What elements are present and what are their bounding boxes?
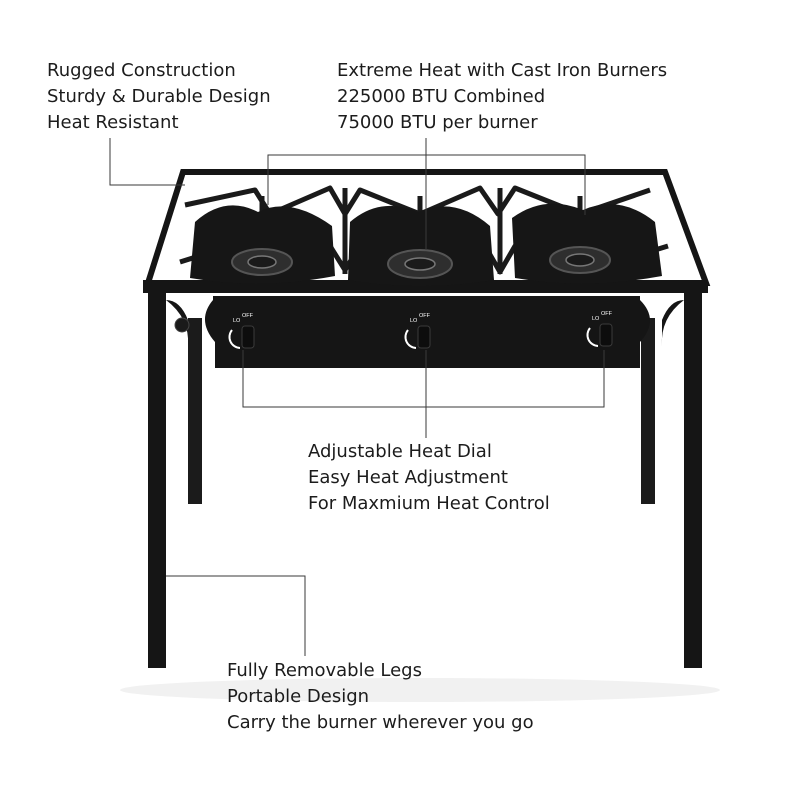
callout-extreme-heat: Extreme Heat with Cast Iron Burners 2250…: [337, 58, 667, 136]
callout-heat-dial: Adjustable Heat Dial Easy Heat Adjustmen…: [308, 439, 550, 517]
callout-line: Easy Heat Adjustment: [308, 467, 508, 488]
burner-guard-left: [190, 205, 335, 284]
knob-label-off: OFF: [419, 313, 431, 319]
leader-dial: [242, 350, 605, 408]
callout-line: For Maxmium Heat Control: [308, 493, 550, 514]
callout-line: 225000 BTU Combined: [337, 86, 546, 107]
knob-label-lo: LO: [410, 318, 418, 324]
heat-knob-right[interactable]: [586, 323, 613, 347]
leg-bolt-icon: [174, 317, 190, 333]
callout-line: Rugged Construction: [47, 60, 236, 81]
callout-line: Extreme Heat with Cast Iron Burners: [337, 60, 668, 81]
callout-line: Adjustable Heat Dial: [308, 441, 492, 462]
heat-knob-left[interactable]: [228, 325, 255, 349]
callout-removable-legs: Fully Removable Legs Portable Design Car…: [227, 658, 534, 736]
callout-line: Fully Removable Legs: [227, 660, 422, 681]
cast-iron-burner-center: [387, 249, 453, 279]
heat-knob-center[interactable]: [404, 325, 431, 349]
knob-label-off: OFF: [601, 311, 613, 317]
leader-construction: [109, 138, 185, 186]
callout-line: Sturdy & Durable Design: [47, 86, 271, 107]
callout-rugged-construction: Rugged Construction Sturdy & Durable Des…: [47, 58, 271, 136]
knob-label-off: OFF: [242, 313, 254, 319]
burner-guard-right: [512, 203, 662, 284]
floor-shadow: [120, 678, 720, 702]
cast-iron-burner-left: [231, 248, 293, 276]
leader-legs: [166, 575, 306, 656]
knob-label-lo: LO: [233, 318, 241, 324]
callout-line: Portable Design: [227, 686, 370, 707]
callout-line: 75000 BTU per burner: [337, 112, 538, 133]
callout-line: Heat Resistant: [47, 112, 179, 133]
front-right-leg: [684, 290, 702, 668]
front-left-leg: [148, 290, 166, 668]
callout-line: Carry the burner wherever you go: [227, 712, 534, 733]
burner-guard-center: [348, 205, 494, 286]
back-left-leg: [188, 318, 202, 504]
cast-iron-burner-right: [549, 246, 611, 274]
leader-lines: [109, 138, 605, 656]
back-right-leg: [641, 318, 655, 504]
knob-label-lo: LO: [592, 316, 600, 322]
